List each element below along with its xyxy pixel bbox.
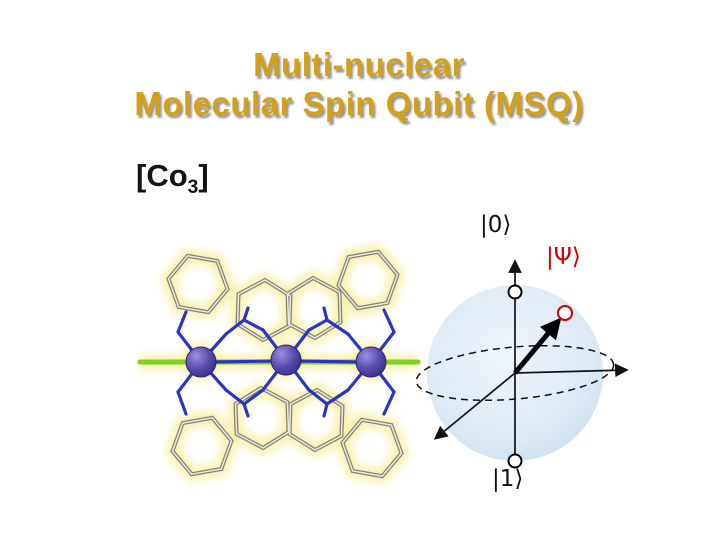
cobalt-atom-center xyxy=(270,344,302,376)
co3-molecule-structure xyxy=(137,222,421,507)
state-vector xyxy=(513,317,562,375)
ket-zero-label: |0⟩ xyxy=(480,212,512,238)
ket-one-label: |1⟩ xyxy=(492,466,524,492)
bloch-sphere-diagram: |0⟩ |1⟩ |Ψ⟩ xyxy=(408,210,643,520)
y-axis xyxy=(433,372,516,440)
cobalt-atom-right xyxy=(355,346,387,378)
molecule-label-prefix: [Co xyxy=(136,158,188,193)
state-one-node xyxy=(507,453,523,469)
ket-psi-label: |Ψ⟩ xyxy=(546,244,581,270)
x-axis xyxy=(514,363,629,378)
equator-ellipse xyxy=(415,344,615,402)
cobalt-atom-left xyxy=(185,346,217,378)
title-line-2: Molecular Spin Qubit (MSQ) xyxy=(134,84,584,122)
molecule-label-subscript: 3 xyxy=(187,177,199,199)
slide-title: Multi-nuclear Molecular Spin Qubit (MSQ) xyxy=(0,46,718,124)
title-line-1: Multi-nuclear xyxy=(253,46,465,83)
state-zero-node xyxy=(507,284,523,300)
bloch-sphere-drawing xyxy=(415,259,629,469)
state-psi-node xyxy=(556,304,574,322)
molecule-label-suffix: ] xyxy=(198,158,209,193)
molecule-label: [Co3] xyxy=(136,158,209,199)
